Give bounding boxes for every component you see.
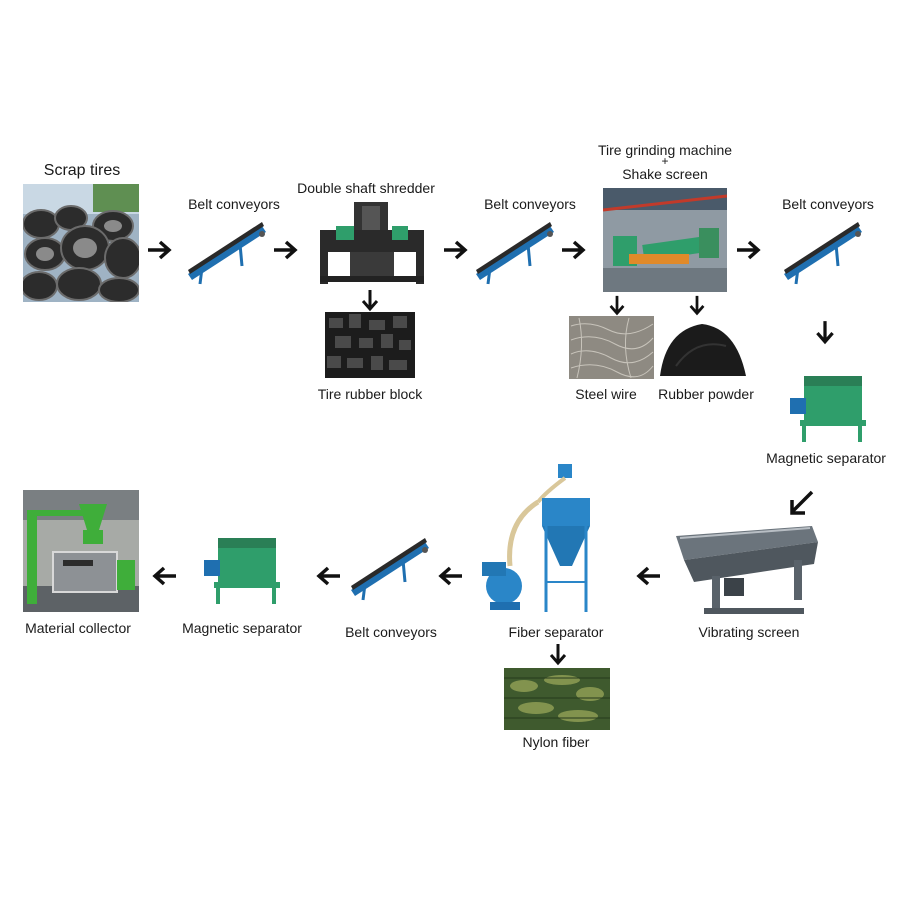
label-material-collector: Material collector	[25, 620, 131, 636]
belt-conveyor-3-image	[778, 220, 866, 286]
rubber-powder-image	[656, 316, 749, 379]
vibrating-screen-image	[674, 520, 820, 616]
label-double-shaft-shredder: Double shaft shredder	[297, 180, 435, 196]
belt-conveyor-2-image	[470, 220, 558, 286]
scrap-tires-image	[23, 184, 139, 302]
label-scrap-tires: Scrap tires	[43, 162, 121, 179]
arrow-down-icon	[358, 288, 382, 312]
arrow-left-icon	[436, 564, 464, 588]
steel-wire-image	[569, 316, 654, 379]
arrow-left-icon	[634, 564, 662, 588]
arrow-right-icon	[735, 238, 763, 262]
label-rubber-powder: Rubber powder	[658, 386, 754, 402]
label-belt-conveyors-2: Belt conveyors	[484, 196, 576, 212]
belt-conveyor-1-image	[182, 220, 270, 286]
label-nylon-fiber: Nylon fiber	[522, 734, 590, 750]
magnetic-separator-1-image	[786, 372, 868, 444]
label-shake-screen: Shake screen	[622, 166, 708, 182]
label-belt-conveyors-3: Belt conveyors	[782, 196, 874, 212]
belt-conveyor-4-image	[345, 536, 433, 602]
label-tire-grinding-machine: Tire grinding machine	[597, 142, 733, 158]
arrow-right-icon	[272, 238, 300, 262]
material-collector-image	[23, 490, 139, 612]
fiber-separator-image	[476, 462, 606, 620]
arrow-down-icon	[686, 294, 708, 316]
arrow-right-icon	[560, 238, 588, 262]
label-magnetic-separator-1: Magnetic separator	[766, 450, 886, 466]
label-vibrating-screen: Vibrating screen	[698, 624, 800, 640]
tire-grinding-machine-image	[603, 188, 727, 292]
label-plus: +	[661, 154, 669, 168]
magnetic-separator-2-image	[200, 534, 284, 608]
label-tire-rubber-block: Tire rubber block	[317, 386, 423, 402]
label-belt-conveyors-1: Belt conveyors	[188, 196, 280, 212]
arrow-left-icon	[314, 564, 342, 588]
nylon-fiber-image	[504, 668, 610, 730]
label-belt-conveyors-4: Belt conveyors	[345, 624, 437, 640]
arrow-down-icon	[546, 642, 570, 666]
arrow-down-left-icon	[786, 488, 816, 518]
arrow-left-icon	[150, 564, 178, 588]
arrow-down-icon	[812, 318, 838, 346]
arrow-right-icon	[442, 238, 470, 262]
label-steel-wire: Steel wire	[575, 386, 637, 402]
label-fiber-separator: Fiber separator	[508, 624, 604, 640]
label-magnetic-separator-2: Magnetic separator	[182, 620, 302, 636]
double-shaft-shredder-image	[310, 200, 434, 286]
tire-rubber-block-image	[325, 312, 415, 378]
arrow-right-icon	[146, 238, 174, 262]
arrow-down-icon	[606, 294, 628, 316]
